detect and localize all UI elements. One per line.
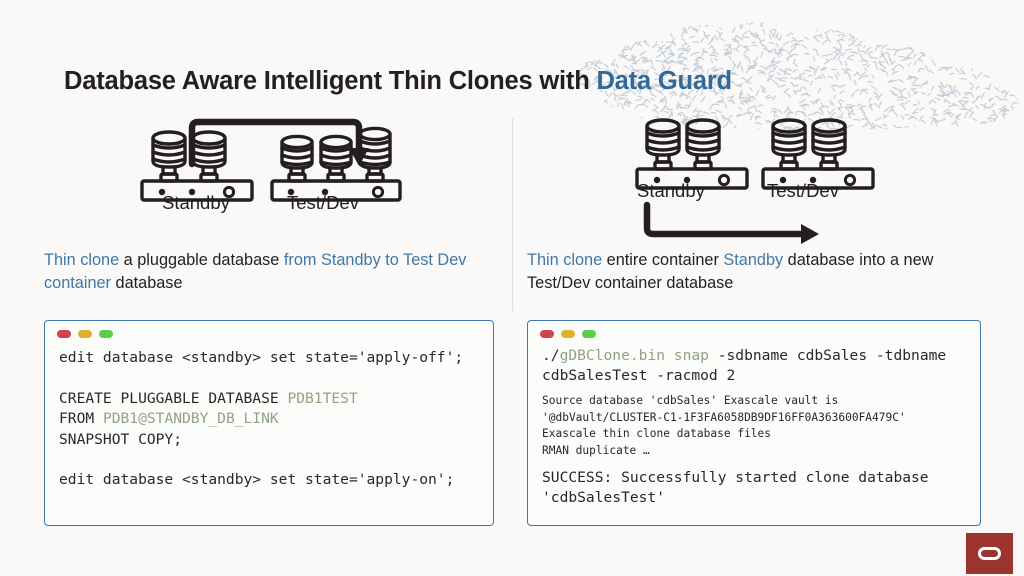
standby-server-icon xyxy=(140,130,254,202)
left-code-spacer-1 xyxy=(59,369,481,389)
close-dot-icon[interactable] xyxy=(540,330,554,338)
testdev-led-1 xyxy=(287,188,295,196)
right-code-log-4: RMAN duplicate … xyxy=(542,443,650,457)
page-title-main: Database Aware Intelligent Thin Clones w… xyxy=(64,67,597,96)
left-diagram: Standby Test/Dev xyxy=(44,104,496,216)
right-diagram-arrowhead xyxy=(801,224,819,244)
left-code-line-2-green: PDB1TEST xyxy=(287,389,358,407)
right-diagram-arrow xyxy=(643,201,810,238)
right-code-command: ./gDBClone.bin snap -sdbname cdbSales -t… xyxy=(542,346,968,386)
left-diagram-source-label: Standby xyxy=(162,192,230,213)
right-code-command-prefix: ./ xyxy=(542,347,560,364)
oracle-logo xyxy=(966,533,1013,574)
right-code-body: ./gDBClone.bin snap -sdbname cdbSales -t… xyxy=(528,338,980,508)
right-diagram: Standby Test/Dev xyxy=(527,104,983,244)
left-desc-seg2: a pluggable database xyxy=(119,251,284,269)
right-desc-seg2: entire container xyxy=(602,251,724,269)
testdev-port-right xyxy=(843,173,857,187)
right-code-success: SUCCESS: Successfully started clone data… xyxy=(542,469,938,507)
standby-port xyxy=(222,185,236,199)
left-code-line-1: edit database <standby> set state='apply… xyxy=(59,349,464,366)
right-description: Thin clone entire container Standby data… xyxy=(527,249,979,295)
window-controls xyxy=(45,321,493,338)
testdev-led-1-right xyxy=(779,176,787,184)
testdev-port xyxy=(371,185,385,199)
testdev-led-2 xyxy=(321,188,329,196)
page-title: Database Aware Intelligent Thin Clones w… xyxy=(64,67,732,96)
standby-led-1 xyxy=(158,188,166,196)
standby-led-2-right xyxy=(683,176,691,184)
left-description: Thin clone a pluggable database from Sta… xyxy=(44,249,484,295)
left-desc-seg1: Thin clone xyxy=(44,251,120,269)
right-code-command-green: gDBClone.bin snap xyxy=(559,347,709,364)
right-code-window[interactable]: ./gDBClone.bin snap -sdbname cdbSales -t… xyxy=(527,320,981,526)
right-code-log-2: '@dbVault/CLUSTER-C1-1F3FA6058DB9DF16FF0… xyxy=(542,410,906,424)
right-diagram-target-label: Test/Dev xyxy=(767,180,839,201)
right-desc-seg3: Standby xyxy=(723,251,784,269)
standby-led-2 xyxy=(188,188,196,196)
testdev-server-icon xyxy=(270,126,402,202)
window-controls-right xyxy=(528,321,980,338)
right-code-spacer-2 xyxy=(542,459,968,468)
standby-server-icon-right xyxy=(635,118,749,190)
minimize-dot-icon[interactable] xyxy=(561,330,575,338)
close-dot-icon[interactable] xyxy=(57,330,71,338)
standby-port-right xyxy=(717,173,731,187)
minimize-dot-icon[interactable] xyxy=(78,330,92,338)
left-code-line-3: FROM PDB1@STANDBY_DB_LINK xyxy=(59,409,481,430)
center-divider xyxy=(512,118,513,311)
maximize-dot-icon[interactable] xyxy=(99,330,113,338)
right-desc-seg1: Thin clone xyxy=(527,251,603,269)
left-code-body: edit database <standby> set state='apply… xyxy=(45,338,493,491)
left-panel: Standby Test/Dev xyxy=(44,104,496,216)
right-panel: Standby Test/Dev xyxy=(527,104,983,244)
right-diagram-source-label: Standby xyxy=(637,180,705,201)
left-code-line-4: SNAPSHOT COPY; xyxy=(59,430,183,448)
right-code-log-1: Source database 'cdbSales' Exascale vaul… xyxy=(542,394,839,408)
oracle-o-mark-icon xyxy=(978,547,1001,560)
standby-led-1-right xyxy=(653,176,661,184)
left-code-spacer-2 xyxy=(59,450,481,470)
page-title-accent: Data Guard xyxy=(596,67,732,96)
right-code-spacer-1 xyxy=(542,386,968,393)
left-code-window[interactable]: edit database <standby> set state='apply… xyxy=(44,320,494,526)
left-code-line-5: edit database <standby> set state='apply… xyxy=(59,471,455,488)
right-code-command-suffix: -sdbname cdbSales -tdbname cdbSalesTest … xyxy=(542,347,955,385)
left-desc-seg4: database xyxy=(110,274,183,292)
left-code-line-2-plain: CREATE PLUGGABLE DATABASE xyxy=(59,389,288,407)
maximize-dot-icon[interactable] xyxy=(582,330,596,338)
testdev-server-icon-right xyxy=(761,118,875,190)
left-desc-seg3: from Standby to Test Dev container xyxy=(44,251,467,292)
left-code-line-2: CREATE PLUGGABLE DATABASE PDB1TEST xyxy=(59,389,481,410)
left-code-line-3-green: PDB1@STANDBY_DB_LINK xyxy=(102,410,279,427)
left-diagram-target-label: Test/Dev xyxy=(287,192,359,213)
right-code-log-3: Exascale thin clone database files xyxy=(542,427,772,441)
left-diagram-arrow xyxy=(188,118,363,168)
left-code-line-3-plain: FROM xyxy=(59,410,103,427)
testdev-led-2-right xyxy=(809,176,817,184)
right-desc-seg4: database into a new Test/Dev container d… xyxy=(527,251,934,292)
